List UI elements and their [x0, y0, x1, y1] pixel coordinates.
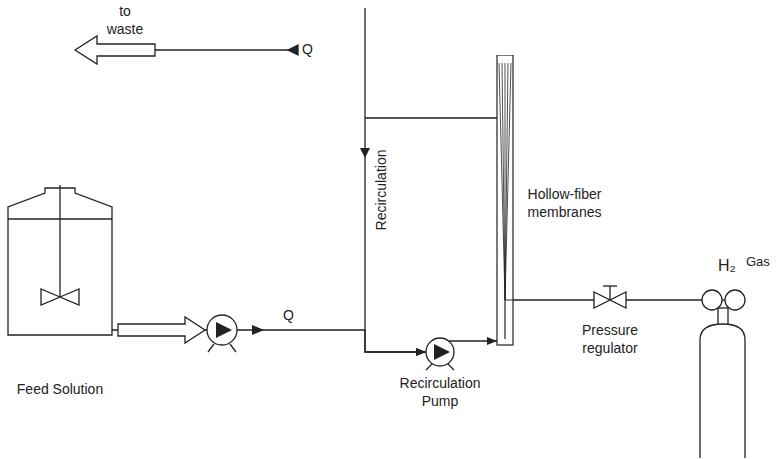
pump-leg	[208, 344, 214, 352]
flow-arrowhead	[360, 148, 370, 158]
column-shape	[495, 55, 515, 347]
valve-shape	[565, 283, 655, 313]
waste-arrowhead	[288, 45, 298, 55]
regulator-label: Pressure regulator	[565, 321, 655, 357]
gas-formula: H₂	[718, 256, 744, 276]
cyl-shape	[690, 252, 775, 458]
pump-symbol	[216, 322, 232, 338]
feed-arrow	[118, 317, 205, 343]
waste-line	[155, 49, 298, 50]
waste-arrow	[75, 36, 155, 64]
pump-label: Recirculation Pump	[390, 374, 490, 410]
recirculation-pump: Recirculation Pump	[390, 334, 490, 414]
membrane-module: Hollow-fiber membranes	[495, 55, 607, 347]
feed-arrowhead	[252, 325, 264, 335]
feed-tank: Feed Solution	[5, 185, 115, 420]
pipe-connector	[513, 299, 594, 300]
feed-pump	[207, 315, 237, 345]
recirculation-line	[364, 8, 365, 118]
pressure-regulator: Pressure regulator	[565, 283, 655, 363]
gas-label: Gas	[746, 253, 776, 270]
tank-shape	[5, 185, 115, 337]
gas-cylinder: H₂Gas	[690, 252, 775, 458]
flow-rate-label: Q	[302, 40, 318, 58]
pipe-connector	[626, 299, 702, 300]
pipe-connector	[449, 340, 497, 341]
tank-label: Feed Solution	[5, 380, 115, 398]
membrane-label: Hollow-fiber membranes	[522, 185, 607, 221]
pump-shape	[390, 334, 490, 372]
flow-rate-label: Q	[283, 306, 299, 324]
pipe-connector	[365, 118, 497, 352]
pump-leg	[230, 344, 236, 352]
waste-label: to waste	[100, 2, 150, 38]
recirculation-label: Recirculation	[372, 150, 390, 231]
